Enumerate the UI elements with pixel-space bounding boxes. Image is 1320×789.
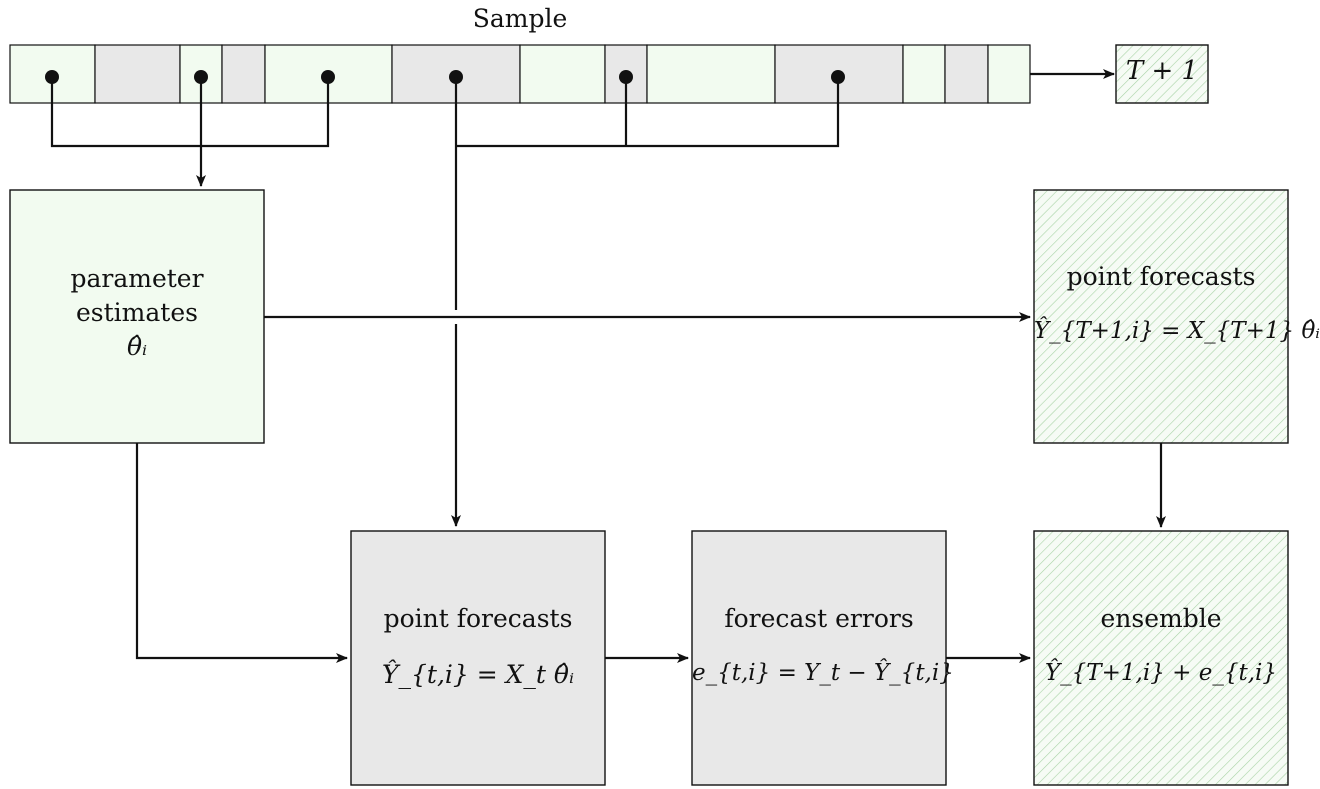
sample-segment [987, 44, 1031, 104]
sample-segment [221, 44, 266, 104]
forecast-errors-box [691, 530, 947, 786]
sample-segment [646, 44, 776, 104]
future-period-label: T + 1 [1125, 56, 1199, 86]
parameter-estimates-formula: θ̂ᵢ [126, 331, 148, 361]
diagram-canvas [9, 44, 1289, 786]
point-forecasts-future-box [1033, 189, 1289, 444]
evaluation-bracket [456, 77, 840, 148]
point-forecasts-sample-formula: Ŷ_{t,i} = X_t θ̂ᵢ [381, 659, 575, 689]
point-forecasts-future-label: point forecasts Ŷ_{T+1,i} = X_{T+1} θ̂ᵢ [1034, 260, 1320, 347]
future-period-box [1115, 44, 1209, 104]
parameter-estimates-box [9, 189, 265, 444]
forecast-errors-title: forecast errors [724, 604, 914, 633]
diagram: Sample T + 1 parameter estimates θ̂ᵢ poi… [9, 4, 1320, 786]
sample-segment [94, 44, 181, 104]
sample-title: Sample [472, 4, 568, 33]
sample-segment [902, 44, 946, 104]
sample-segment [519, 44, 606, 104]
sample-strip [9, 44, 1031, 104]
ensemble-title: ensemble [1100, 604, 1222, 633]
point-forecasts-sample-box [350, 530, 606, 786]
sample-segment [944, 44, 989, 104]
point-forecasts-future-formula: Ŷ_{T+1,i} = X_{T+1} θ̂ᵢ [1034, 317, 1320, 344]
ensemble-box [1033, 530, 1289, 786]
point-forecasts-future-title: point forecasts [1066, 262, 1256, 291]
ensemble-label: ensemble Ŷ_{T+1,i} + e_{t,i} [1034, 602, 1288, 689]
ensemble-formula: Ŷ_{T+1,i} + e_{t,i} [1044, 659, 1278, 686]
estimation-subset-connectors [50, 77, 330, 187]
point-forecasts-sample-title: point forecasts [383, 604, 573, 633]
parameter-estimates-line2: estimates [76, 297, 198, 327]
estimation-bracket [50, 77, 330, 148]
parameter-estimates-label: parameter estimates θ̂ᵢ [10, 262, 264, 363]
forecast-errors-label: forecast errors e_{t,i} = Y_t − Ŷ_{t,i} [692, 602, 954, 689]
parameter-estimates-line1: parameter [70, 264, 204, 293]
arrow-parameters-to-sample-forecasts [135, 443, 348, 663]
evaluation-subset-connectors [451, 77, 840, 527]
forecast-errors-formula: e_{t,i} = Y_t − Ŷ_{t,i} [692, 659, 954, 686]
point-forecasts-sample-label: point forecasts Ŷ_{t,i} = X_t θ̂ᵢ [351, 602, 605, 692]
